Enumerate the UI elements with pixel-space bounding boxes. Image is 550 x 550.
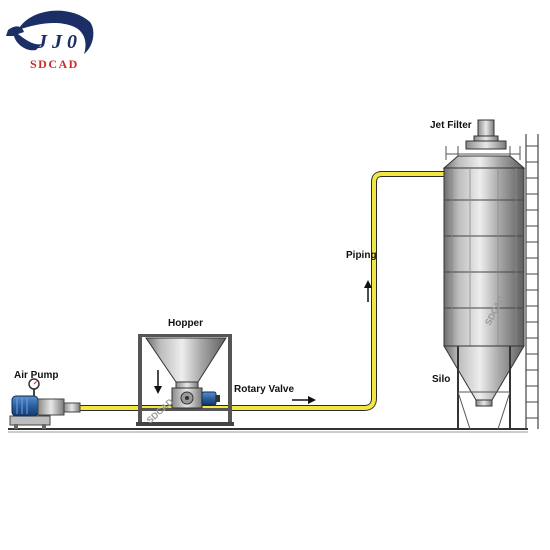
logo-whale-icon: [6, 26, 42, 51]
conveying-pipe: [80, 171, 446, 411]
flow-arrow-up: [364, 280, 372, 302]
label-jet-filter: Jet Filter: [430, 120, 472, 131]
air-pump: [9, 378, 81, 429]
pump-motor: [11, 395, 39, 417]
ground: [8, 428, 528, 433]
label-rotary-valve: Rotary Valve: [234, 384, 294, 395]
rotary-valve-motor: [201, 391, 217, 406]
pump-body: [37, 398, 65, 416]
hopper: [136, 334, 234, 426]
label-hopper: Hopper: [168, 318, 203, 329]
pump-outlet: [63, 402, 81, 413]
label-piping: Piping: [346, 250, 377, 261]
logo-swoosh-icon: [18, 10, 94, 54]
label-silo: Silo: [432, 374, 450, 385]
silo-ladder: [525, 134, 539, 429]
flow-arrow-right: [292, 396, 316, 404]
jet-filter-head: [477, 119, 495, 139]
brand-logo: J J 0 SDCAD: [6, 10, 94, 71]
logo-mark: J J 0: [36, 31, 77, 53]
logo-text: SDCAD: [30, 57, 79, 71]
label-air-pump: Air Pump: [14, 370, 58, 381]
pump-base-leg: [42, 424, 46, 429]
pump-base: [9, 415, 51, 426]
pump-base-leg: [14, 424, 18, 429]
silo-body: [443, 167, 525, 347]
silo: [442, 119, 539, 430]
